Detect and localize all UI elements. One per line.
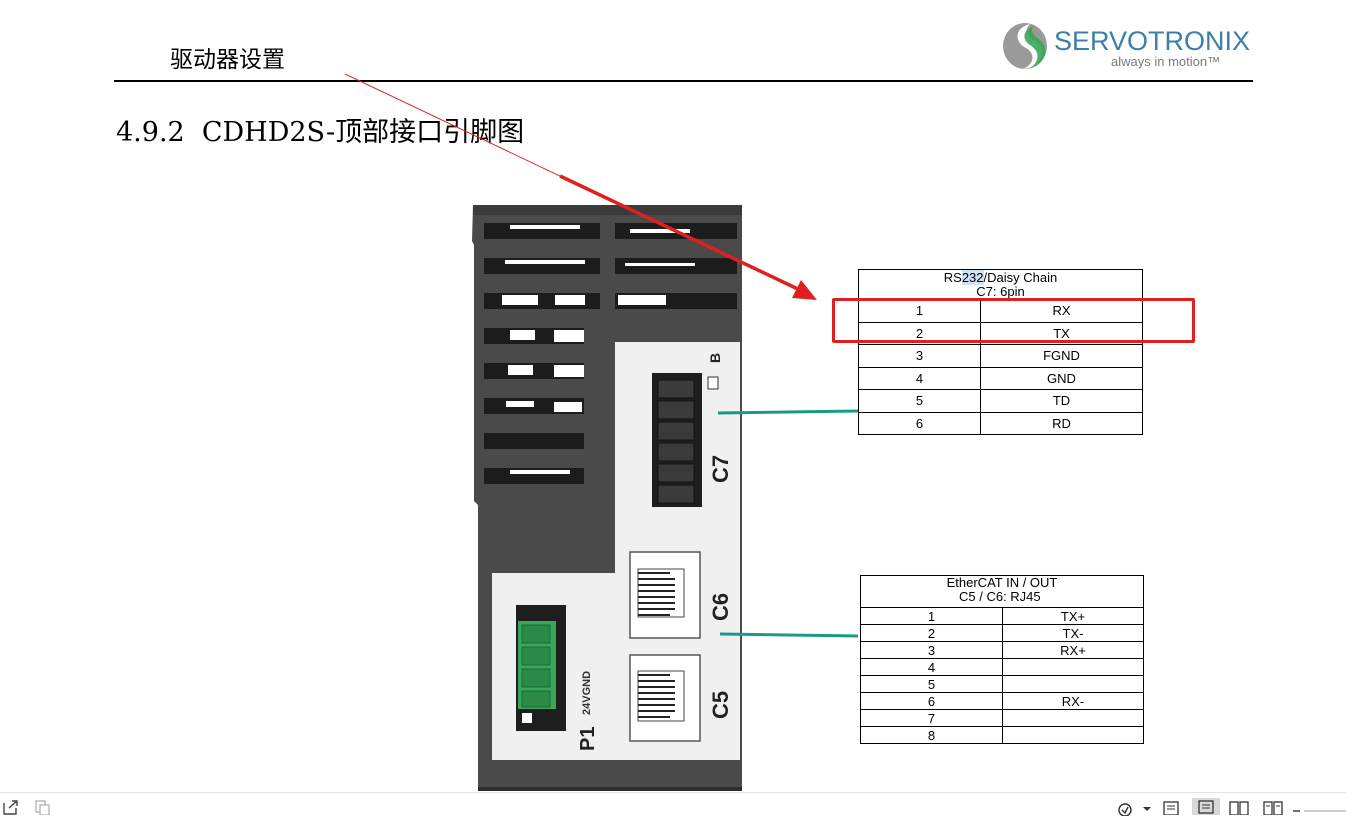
ethercat-table-title: EtherCAT IN / OUT C5 / C6: RJ45: [860, 575, 1144, 608]
drive-top-view-illustration: B C7 C6 C5 P1 24VGND: [472, 205, 742, 791]
copy-icon[interactable]: [34, 799, 52, 815]
ethercat-table-subtitle: C5 / C6: RJ45: [959, 589, 1041, 604]
red-arrow-shaft: [559, 174, 803, 293]
table-row: 5: [860, 675, 1144, 693]
highlight-box-rx-tx: [832, 298, 1195, 343]
page-view-active-icon[interactable]: [1192, 798, 1220, 815]
header-divider: [114, 80, 1253, 82]
label-c5: C5: [708, 691, 733, 719]
section-heading: 4.9.2 CDHD2S-顶部接口引脚图: [116, 117, 525, 148]
two-page-icon[interactable]: [1228, 801, 1250, 815]
rs232-table-title: RS232/Daisy Chain C7: 6pin: [858, 269, 1143, 300]
rs232-table-subtitle: C7: 6pin: [976, 284, 1025, 299]
document-header-title: 驱动器设置: [170, 47, 285, 73]
status-bar: [0, 792, 1346, 816]
c5-c6-leader-line: [719, 632, 859, 638]
dropdown-icon[interactable]: [1142, 805, 1152, 813]
export-icon[interactable]: [2, 799, 20, 815]
c7-leader-line: [717, 409, 859, 415]
zoom-out-icon[interactable]: [1292, 801, 1346, 815]
label-c6: C6: [708, 593, 733, 621]
table-row: 8: [860, 726, 1144, 744]
label-b: B: [707, 353, 723, 363]
label-p1: P1: [577, 727, 599, 751]
label-p1-pins: 24VGND: [581, 671, 593, 715]
rj45-c6: [629, 551, 701, 639]
p1-power-connector: [516, 605, 566, 731]
logo-wordmark: SERVOTRONIX: [1054, 26, 1251, 56]
label-c7: C7: [708, 455, 733, 483]
table-row: 7: [860, 709, 1144, 727]
page-view-icon[interactable]: [1162, 801, 1180, 815]
red-arrow-head-icon: [792, 280, 817, 300]
book-view-icon[interactable]: [1262, 801, 1284, 815]
logo-mark-icon: [1003, 23, 1047, 69]
logo-tagline: always in motion™: [1111, 54, 1221, 69]
rj45-c5: [629, 654, 701, 742]
table-row: 4: [860, 658, 1144, 676]
protect-icon[interactable]: [1117, 802, 1135, 816]
servotronix-logo: SERVOTRONIX always in motion™: [1000, 18, 1250, 74]
